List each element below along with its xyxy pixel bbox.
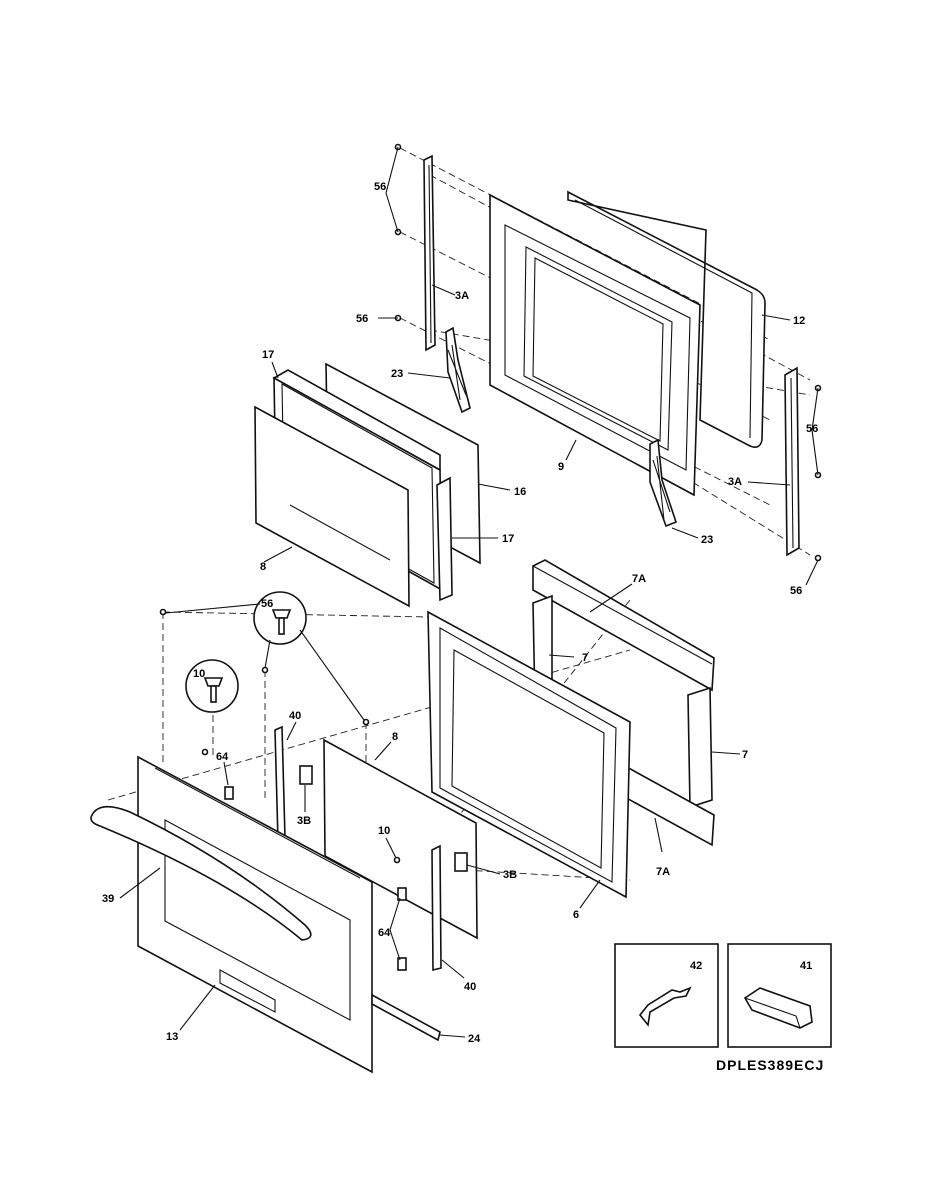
leader-lines — [119, 146, 819, 1038]
callout-23-left: 23 — [391, 368, 403, 380]
part-7A-top-insulation — [532, 559, 715, 692]
inset-box-41 — [727, 943, 832, 1048]
callout-40-left: 40 — [289, 710, 301, 722]
part-24-trim — [371, 993, 441, 1042]
callout-10-detail: 10 — [193, 668, 205, 680]
callout-17-bottom: 17 — [502, 533, 514, 545]
callout-39: 39 — [102, 893, 114, 905]
callout-56-mid: 56 — [356, 313, 368, 325]
part-3B-right-clip — [454, 852, 468, 872]
callout-24: 24 — [468, 1033, 481, 1045]
callout-56-top: 56 — [374, 181, 386, 193]
callout-8-lower: 8 — [392, 731, 398, 743]
callout-3A-right: 3A — [728, 476, 742, 488]
callout-9: 9 — [558, 461, 564, 473]
callout-12: 12 — [793, 315, 805, 327]
callout-13: 13 — [166, 1031, 178, 1043]
callout-64-bottom: 64 — [378, 927, 391, 939]
callout-7-inner: 7 — [582, 652, 588, 664]
callout-8-upper: 8 — [260, 561, 266, 573]
part-6-door-liner — [427, 610, 631, 899]
detail-circle-56 — [253, 591, 307, 645]
callout-3B-right: 3B — [503, 869, 517, 881]
part-12-frame — [567, 190, 766, 448]
callout-7-right: 7 — [742, 749, 748, 761]
callout-labels: 56 3A 56 12 17 23 56 9 3A 16 17 23 8 56 … — [102, 181, 818, 1045]
callout-7A-bottom: 7A — [656, 866, 670, 878]
part-3B-left-clip — [299, 765, 313, 785]
part-3A-right-channel — [784, 366, 800, 557]
callout-10-small: 10 — [378, 825, 390, 837]
inset-box-42 — [614, 943, 719, 1048]
part-23-left-hinge — [445, 326, 471, 414]
callout-3B-left: 3B — [297, 815, 311, 827]
part-7-right-insulation — [687, 686, 713, 809]
model-code: DPLES389ECJ — [716, 1057, 825, 1073]
callout-56-detail: 56 — [261, 598, 273, 610]
callout-23-right: 23 — [701, 534, 713, 546]
part-9-inner-panel — [489, 193, 701, 497]
callout-56-right: 56 — [806, 423, 818, 435]
part-17-lower-frame — [436, 476, 453, 602]
detail-circle-10 — [185, 659, 239, 713]
part-13-outer-door — [137, 755, 373, 1074]
part-40-left-bracket — [274, 725, 286, 843]
part-23-right-hinge — [649, 438, 677, 528]
callout-64-top: 64 — [216, 751, 229, 763]
screws — [159, 143, 822, 864]
part-64-spacers — [224, 786, 407, 971]
callout-16: 16 — [514, 486, 526, 498]
part-40-right-bracket — [431, 844, 442, 972]
part-39-handle — [90, 805, 312, 941]
callout-17-top: 17 — [262, 349, 274, 361]
callout-40-right: 40 — [464, 981, 476, 993]
part-3A-left-channel — [423, 154, 436, 352]
callout-42: 42 — [690, 960, 702, 972]
part-8-upper-glass — [254, 405, 410, 608]
callout-6: 6 — [573, 909, 579, 921]
callout-41: 41 — [800, 960, 812, 972]
callout-56-bottom-right: 56 — [790, 585, 802, 597]
callout-3A-left: 3A — [455, 290, 469, 302]
callout-7A-top: 7A — [632, 573, 646, 585]
